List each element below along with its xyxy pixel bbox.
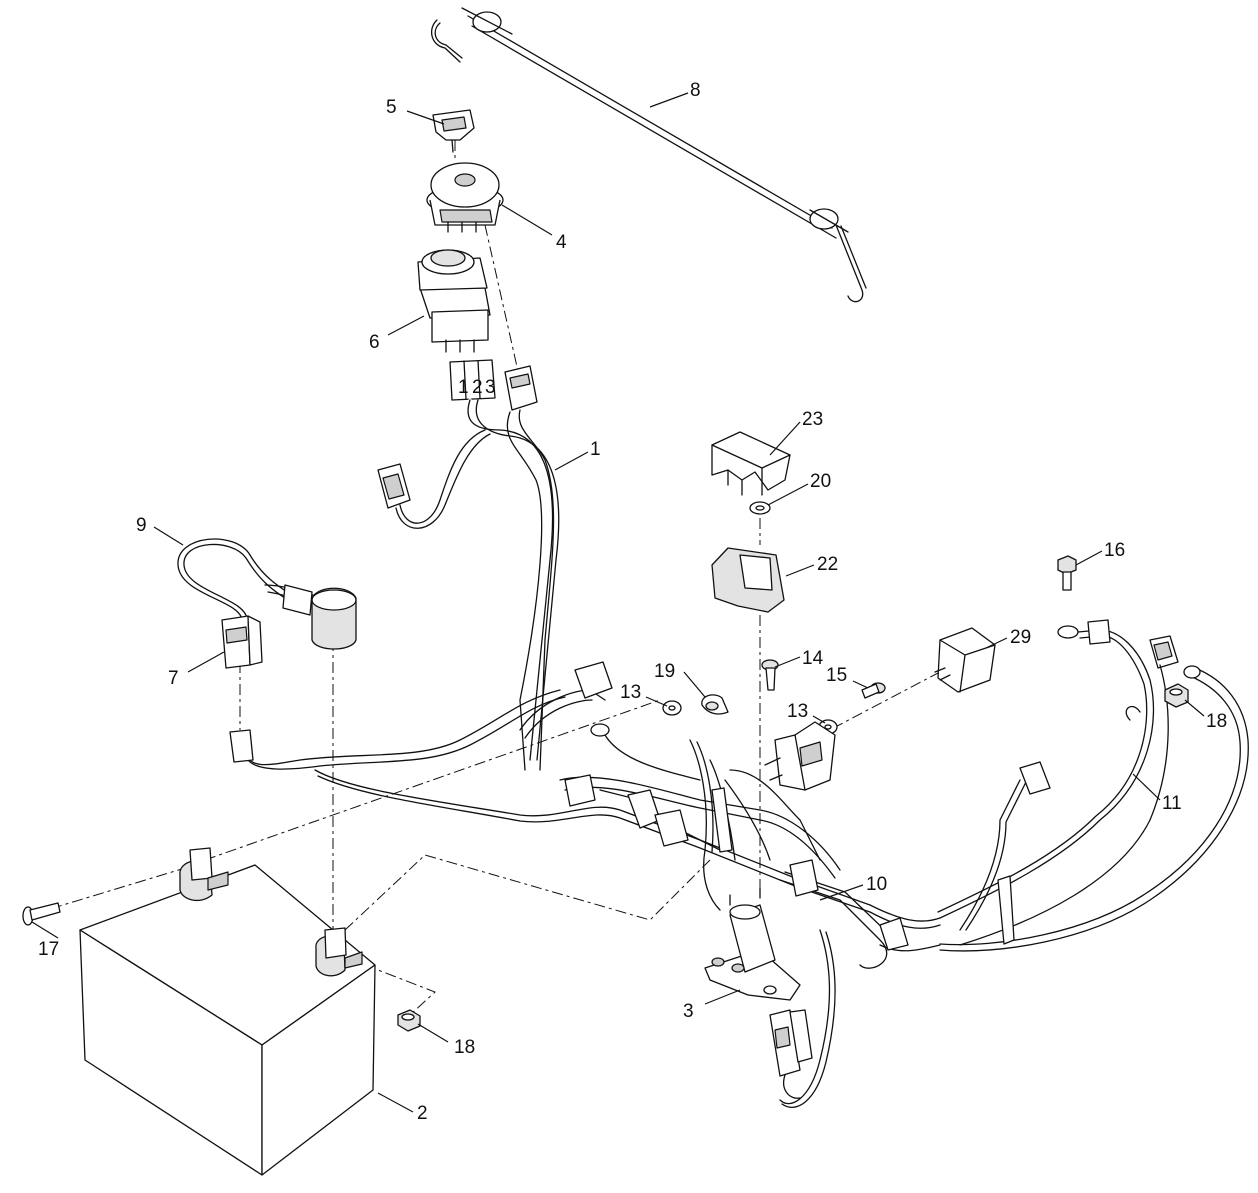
part-8-hook-cable — [430, 7, 867, 303]
part-10-lower-harness — [769, 859, 909, 1108]
callout-15: 15 — [826, 665, 847, 686]
part-2-battery — [79, 847, 376, 1176]
part-15-screw — [861, 682, 886, 699]
part-7-relay — [221, 615, 263, 669]
part-19-wing-nut — [701, 694, 729, 715]
callout-8: 8 — [690, 80, 701, 101]
part-17-battery-bolt — [22, 902, 61, 926]
callout-19: 19 — [654, 661, 675, 682]
callout-labels: 1 2 3 4 5 6 7 8 9 10 11 13 13 14 15 16 1… — [38, 80, 1227, 1124]
part-5-ignition-key — [432, 109, 475, 153]
part-20-washer — [749, 501, 771, 515]
callout-4: 4 — [556, 232, 567, 253]
part-13-washer-left — [662, 700, 682, 716]
callout-22: 22 — [817, 554, 838, 575]
fuse-block — [764, 721, 836, 791]
callout-2: 2 — [417, 1103, 428, 1124]
callout-18-right: 18 — [1206, 711, 1227, 732]
callout-1: 1 — [590, 439, 601, 460]
part-18-nut-right — [1164, 683, 1189, 708]
callout-10: 10 — [866, 874, 887, 895]
part-3-starter-solenoid — [704, 887, 801, 1001]
callout-9: 9 — [136, 515, 147, 536]
terminal-3-label: 3 — [485, 377, 496, 398]
callout-13-right: 13 — [787, 701, 808, 722]
part-11-rear-harness — [869, 619, 1249, 952]
callout-18-left: 18 — [454, 1037, 475, 1058]
callout-3: 3 — [683, 1001, 694, 1022]
terminal-2-label: 2 — [472, 377, 483, 398]
part-1-main-harness — [229, 398, 871, 913]
callout-23: 23 — [802, 409, 823, 430]
callout-20: 20 — [810, 471, 831, 492]
callout-7: 7 — [168, 668, 179, 689]
part-14-screw — [761, 659, 779, 691]
terminal-1-label: 1 — [458, 377, 469, 398]
callout-11: 11 — [1162, 793, 1182, 814]
part-22-boot — [711, 547, 785, 613]
pto-connector: 1 2 3 — [449, 359, 496, 401]
callout-29: 29 — [1010, 627, 1031, 648]
part-9-battery-cable-with-boot — [177, 538, 357, 650]
part-4-ignition-switch — [426, 162, 504, 233]
part-16-bolt — [1057, 555, 1077, 591]
part-29-relay — [934, 627, 996, 693]
callout-13-left: 13 — [620, 682, 641, 703]
leader-lines — [31, 92, 1205, 1113]
part-18-nut-left — [397, 1009, 421, 1032]
callout-16: 16 — [1104, 540, 1125, 561]
callout-6: 6 — [369, 332, 380, 353]
part-23-cover — [711, 431, 791, 496]
callout-5: 5 — [386, 97, 397, 118]
ignition-connector — [504, 365, 538, 411]
part-6-pto-switch — [417, 249, 491, 353]
callout-14: 14 — [802, 648, 824, 669]
callout-17: 17 — [38, 939, 59, 960]
